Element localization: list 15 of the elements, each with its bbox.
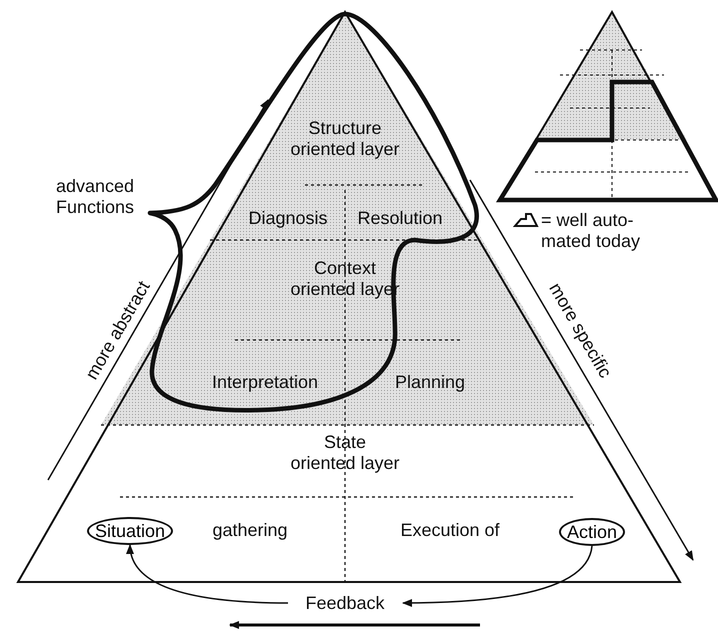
feedback-label: Feedback xyxy=(288,592,403,614)
callout-label: advanced Functions xyxy=(54,176,136,218)
area-label: Planning xyxy=(395,372,466,393)
oval-node: Situation xyxy=(87,517,174,545)
activity-label: Execution of xyxy=(400,520,500,541)
curved-arrow xyxy=(127,544,288,604)
area-label: Resolution xyxy=(358,208,443,229)
layer-label: Structure oriented layer xyxy=(290,118,400,160)
area-label: Diagnosis xyxy=(248,208,328,229)
area-label: Interpretation xyxy=(212,372,318,393)
legend-label: = well auto- mated today xyxy=(541,210,642,252)
oval-node: Action xyxy=(559,518,626,546)
activity-label: gathering xyxy=(212,520,288,541)
curved-arrow xyxy=(402,546,593,607)
layer-label: State oriented layer xyxy=(290,432,400,474)
